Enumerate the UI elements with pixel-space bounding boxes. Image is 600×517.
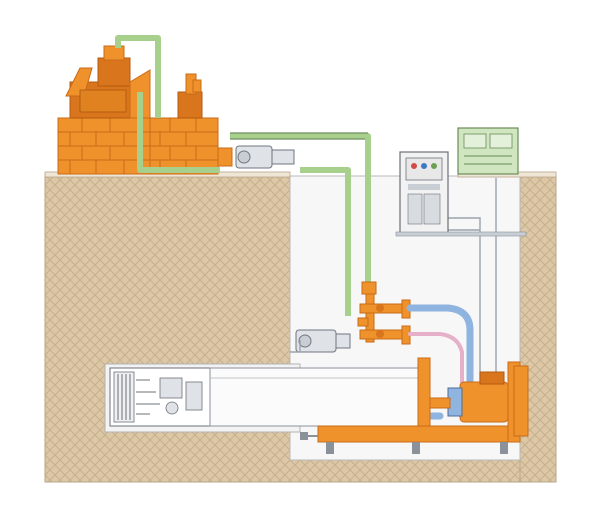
main-jack-unit: [429, 371, 509, 423]
jacking-frame: [300, 357, 529, 454]
valve-assembly: [357, 281, 411, 345]
control-panel: [457, 127, 519, 175]
slurry-pump: [217, 145, 295, 169]
jacking-pipe: [209, 367, 421, 427]
tunnel-boring-machine: [109, 367, 211, 427]
separation-plant: [57, 45, 219, 175]
operation-console: [395, 151, 527, 237]
shaft-pump: [295, 329, 351, 353]
shaft-floor-marker: [300, 432, 308, 440]
